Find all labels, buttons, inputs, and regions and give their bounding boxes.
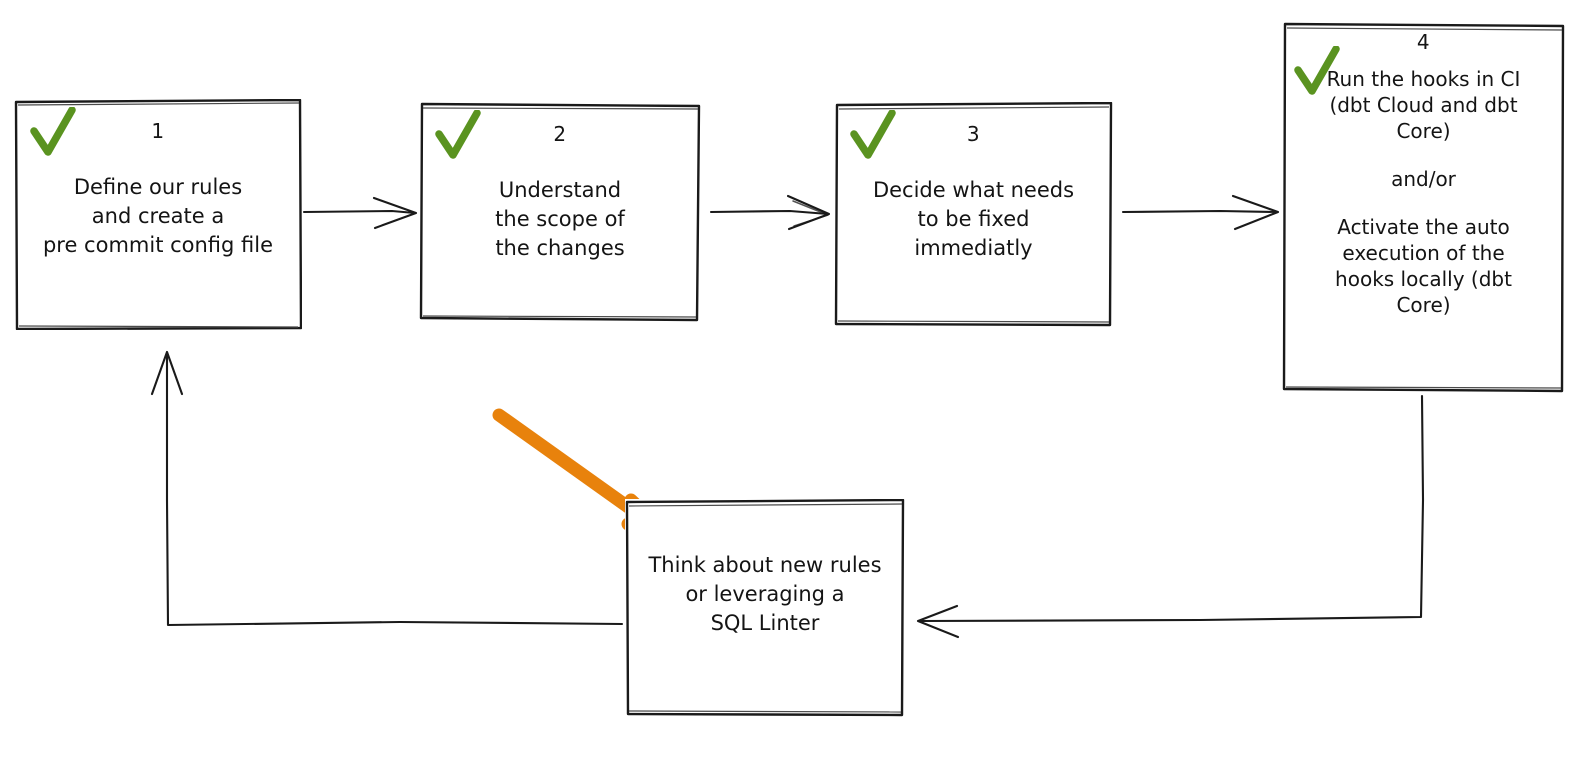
green-checkmark-icon	[435, 110, 481, 159]
arrow-node5-to-node1	[150, 350, 624, 627]
node-4-text-block-2: and/or	[1391, 167, 1456, 191]
green-checkmark-icon	[850, 110, 896, 159]
node-2-number: 2	[553, 122, 567, 146]
node-4-text-block-1: Run the hooks in CI (dbt Cloud and dbt C…	[1326, 67, 1521, 143]
node-3-number: 3	[966, 122, 981, 146]
node-1-text: Define our rules and create a pre commit…	[42, 175, 274, 257]
green-checkmark-icon	[30, 107, 76, 156]
node-define-rules[interactable]: 1 Define our rules and create a pre comm…	[14, 99, 302, 330]
node-3-text: Decide what needs to be fixed immediatly	[872, 178, 1075, 260]
node-1-number: 1	[151, 119, 165, 143]
node-run-hooks[interactable]: 4 Run the hooks in CI (dbt Cloud and dbt…	[1282, 22, 1565, 393]
node-decide-fixes[interactable]: 3 Decide what needs to be fixed immediat…	[834, 102, 1113, 327]
green-checkmark-icon	[1294, 46, 1340, 95]
node-4-text-block-3: Activate the auto execution of the hooks…	[1335, 215, 1512, 317]
arrow-node1-to-node2	[302, 196, 418, 230]
arrow-node4-to-node5	[916, 394, 1425, 639]
node-new-rules-sql-linter[interactable]: Think about new rules or leveraging a SQ…	[625, 499, 905, 717]
node-5-text: Think about new rules or leveraging a SQ…	[648, 553, 882, 635]
arrow-node3-to-node4	[1121, 194, 1280, 231]
node-2-text: Understand the scope of the changes	[495, 178, 625, 260]
node-understand-scope[interactable]: 2 Understand the scope of the changes	[419, 102, 701, 322]
arrow-node2-to-node3	[709, 194, 831, 231]
node-4-number: 4	[1416, 30, 1431, 54]
